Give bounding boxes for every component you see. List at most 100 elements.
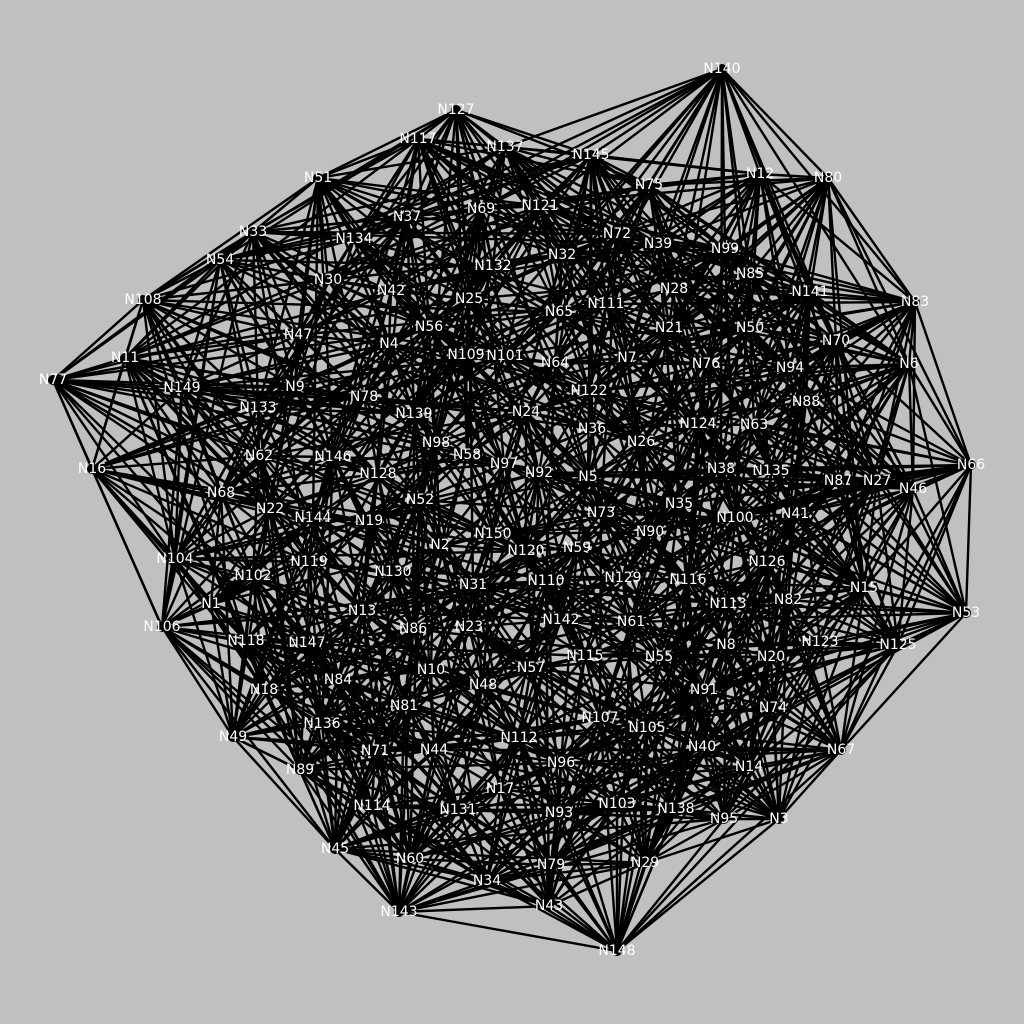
graph-node-n100[interactable]: N100	[716, 510, 753, 526]
graph-node-n59[interactable]: N59	[563, 540, 591, 556]
graph-node-n46[interactable]: N46	[899, 481, 927, 497]
graph-node-n73[interactable]: N73	[587, 505, 615, 521]
graph-node-n133[interactable]: N133	[239, 400, 276, 416]
graph-node-n39[interactable]: N39	[644, 236, 672, 252]
graph-node-n138[interactable]: N138	[657, 801, 694, 817]
graph-node-n23[interactable]: N23	[455, 619, 483, 635]
graph-node-n6[interactable]: N6	[899, 356, 918, 372]
graph-node-n143[interactable]: N143	[380, 904, 417, 920]
graph-node-n127[interactable]: N127	[437, 102, 474, 118]
graph-node-n75[interactable]: N75	[635, 177, 663, 193]
graph-node-n117[interactable]: N117	[399, 131, 436, 147]
graph-node-n4[interactable]: N4	[379, 336, 398, 352]
graph-node-n7[interactable]: N7	[617, 350, 636, 366]
graph-node-n26[interactable]: N26	[627, 434, 655, 450]
graph-node-n61[interactable]: N61	[617, 614, 645, 630]
graph-node-n103[interactable]: N103	[598, 796, 635, 812]
graph-node-n32[interactable]: N32	[548, 247, 576, 263]
graph-node-n111[interactable]: N111	[587, 296, 624, 312]
graph-node-n112[interactable]: N112	[500, 730, 537, 746]
graph-node-n54[interactable]: N54	[206, 252, 234, 268]
graph-node-n3[interactable]: N3	[769, 811, 788, 827]
graph-node-n96[interactable]: N96	[547, 755, 575, 771]
graph-node-n81[interactable]: N81	[390, 698, 418, 714]
graph-node-n105[interactable]: N105	[628, 720, 665, 736]
graph-node-n145[interactable]: N145	[572, 147, 609, 163]
graph-node-n98[interactable]: N98	[422, 435, 450, 451]
graph-node-n107[interactable]: N107	[581, 710, 618, 726]
graph-node-n19[interactable]: N19	[355, 513, 383, 529]
graph-node-n89[interactable]: N89	[286, 762, 314, 778]
graph-node-n12[interactable]: N12	[746, 166, 774, 182]
graph-node-n30[interactable]: N30	[314, 272, 342, 288]
graph-node-n146[interactable]: N146	[314, 449, 351, 465]
graph-node-n38[interactable]: N38	[707, 461, 735, 477]
graph-node-n69[interactable]: N69	[467, 201, 495, 217]
graph-node-n102[interactable]: N102	[234, 568, 271, 584]
graph-node-n132[interactable]: N132	[474, 258, 511, 274]
graph-node-n90[interactable]: N90	[636, 524, 664, 540]
graph-node-n116[interactable]: N116	[669, 572, 706, 588]
graph-node-n58[interactable]: N58	[453, 447, 481, 463]
graph-node-n86[interactable]: N86	[399, 621, 427, 637]
graph-node-n28[interactable]: N28	[660, 281, 688, 297]
graph-node-n71[interactable]: N71	[361, 743, 389, 759]
graph-node-n64[interactable]: N64	[541, 355, 569, 371]
graph-node-n74[interactable]: N74	[759, 700, 787, 716]
graph-node-n126[interactable]: N126	[748, 554, 785, 570]
graph-node-n144[interactable]: N144	[294, 510, 331, 526]
graph-node-n88[interactable]: N88	[792, 394, 820, 410]
graph-node-n122[interactable]: N122	[570, 383, 607, 399]
graph-node-n31[interactable]: N31	[459, 577, 487, 593]
graph-node-n8[interactable]: N8	[716, 637, 735, 653]
graph-node-n40[interactable]: N40	[688, 739, 716, 755]
graph-node-n130[interactable]: N130	[374, 564, 411, 580]
graph-node-n66[interactable]: N66	[957, 457, 985, 473]
graph-node-n118[interactable]: N118	[227, 633, 264, 649]
graph-node-n29[interactable]: N29	[631, 855, 659, 871]
graph-node-n56[interactable]: N56	[415, 319, 443, 335]
graph-node-n34[interactable]: N34	[473, 873, 501, 889]
graph-node-n106[interactable]: N106	[143, 619, 180, 635]
graph-node-n76[interactable]: N76	[692, 356, 720, 372]
graph-node-n140[interactable]: N140	[703, 61, 740, 77]
graph-node-n77[interactable]: N77	[39, 372, 67, 388]
graph-node-n147[interactable]: N147	[288, 635, 325, 651]
graph-node-n79[interactable]: N79	[537, 857, 565, 873]
graph-node-n53[interactable]: N53	[952, 605, 980, 621]
graph-node-n10[interactable]: N10	[417, 662, 445, 678]
graph-node-n21[interactable]: N21	[655, 320, 683, 336]
graph-node-n72[interactable]: N72	[603, 226, 631, 242]
graph-node-n65[interactable]: N65	[545, 304, 573, 320]
graph-node-n55[interactable]: N55	[645, 649, 673, 665]
graph-node-n109[interactable]: N109	[447, 347, 484, 363]
graph-node-n101[interactable]: N101	[486, 348, 523, 364]
graph-node-n9[interactable]: N9	[285, 379, 304, 395]
graph-node-n135[interactable]: N135	[752, 463, 789, 479]
graph-node-n22[interactable]: N22	[256, 501, 284, 517]
graph-node-n20[interactable]: N20	[757, 649, 785, 665]
graph-node-n42[interactable]: N42	[377, 283, 405, 299]
graph-node-n128[interactable]: N128	[359, 466, 396, 482]
graph-node-n15[interactable]: N15	[850, 580, 878, 596]
graph-node-n124[interactable]: N124	[679, 416, 716, 432]
graph-node-n119[interactable]: N119	[290, 554, 327, 570]
graph-node-n82[interactable]: N82	[774, 592, 802, 608]
graph-node-n35[interactable]: N35	[665, 496, 693, 512]
graph-node-n62[interactable]: N62	[245, 448, 273, 464]
graph-node-n70[interactable]: N70	[822, 333, 850, 349]
graph-node-n25[interactable]: N25	[455, 291, 483, 307]
graph-node-n139[interactable]: N139	[395, 406, 432, 422]
graph-node-n91[interactable]: N91	[690, 682, 718, 698]
graph-node-n148[interactable]: N148	[598, 943, 635, 959]
graph-node-n17[interactable]: N17	[486, 781, 514, 797]
graph-node-n5[interactable]: N5	[578, 469, 597, 485]
graph-node-n78[interactable]: N78	[350, 389, 378, 405]
graph-node-n150[interactable]: N150	[474, 526, 511, 542]
graph-node-n142[interactable]: N142	[542, 612, 579, 628]
graph-node-n44[interactable]: N44	[420, 742, 448, 758]
graph-node-n92[interactable]: N92	[525, 465, 553, 481]
graph-node-n108[interactable]: N108	[124, 292, 161, 308]
graph-node-n95[interactable]: N95	[710, 811, 738, 827]
graph-node-n68[interactable]: N68	[207, 485, 235, 501]
